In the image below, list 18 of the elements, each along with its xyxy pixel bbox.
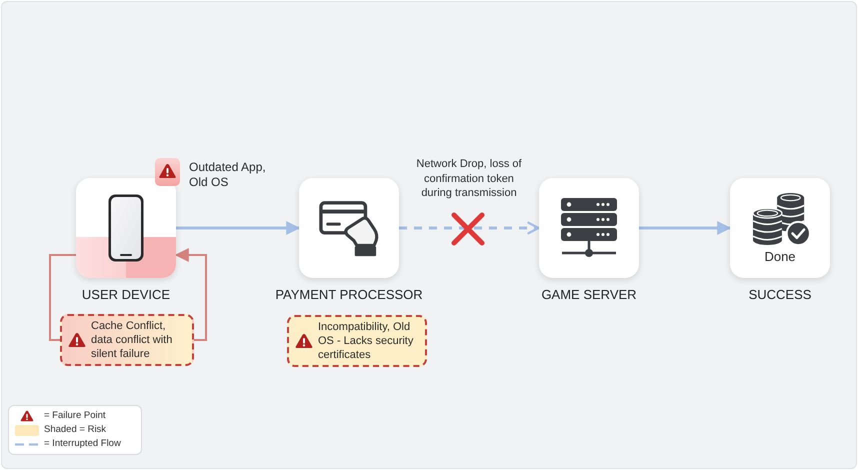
- callout-text: Cache Conflict, data conflict with silent failure: [91, 319, 174, 361]
- flow-arrow: [174, 248, 207, 341]
- callout-text: Incompatibility, Old OS - Lacks security certificates: [318, 320, 414, 362]
- legend-text: Shaded = Risk: [44, 424, 106, 436]
- step-label: USER DEVICE: [82, 287, 170, 303]
- legend-text: = Interrupted Flow: [44, 438, 121, 450]
- note-text: Outdated App, Old OS: [189, 160, 267, 190]
- risk-callout: [60, 314, 194, 366]
- step-label: GAME SERVER: [541, 287, 637, 303]
- status-text: Done: [764, 248, 796, 264]
- flow-arrow: [176, 221, 300, 235]
- flow-arrow: [639, 221, 732, 235]
- step-label: SUCCESS: [748, 287, 812, 303]
- dashed-arrow: [399, 222, 540, 234]
- connector-line: [49, 254, 76, 341]
- legend-text: = Failure Point: [44, 410, 106, 422]
- step-label: PAYMENT PROCESSOR: [275, 287, 423, 303]
- risk-callout: [287, 315, 427, 367]
